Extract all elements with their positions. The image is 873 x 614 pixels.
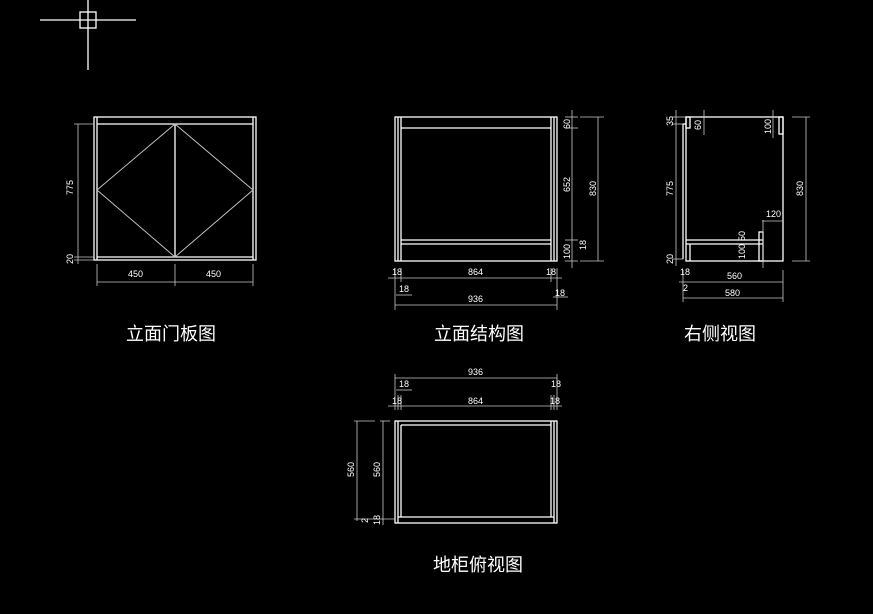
dim-18-offset-right: 18 <box>555 288 565 298</box>
view-title-front-door: 立面门板图 <box>126 324 216 345</box>
dim-936: 936 <box>468 367 483 377</box>
dim-2: 2 <box>360 518 370 523</box>
top-view <box>354 374 562 525</box>
dim-450-right: 450 <box>206 269 221 279</box>
dim-18: 18 <box>680 267 690 277</box>
dim-18-offset-left: 18 <box>399 284 409 294</box>
dim-20: 20 <box>665 254 675 264</box>
dim-864: 864 <box>468 267 483 277</box>
dim-100: 100 <box>562 244 572 259</box>
front-door-view <box>74 116 257 286</box>
dim-864: 864 <box>468 396 483 406</box>
dim-50: 50 <box>737 231 747 241</box>
dim-560: 560 <box>727 271 742 281</box>
dim-560-inner: 560 <box>372 462 382 477</box>
dim-830: 830 <box>588 181 598 196</box>
view-title-right-side: 右侧视图 <box>684 324 756 345</box>
dim-18-side-right: 18 <box>550 396 560 406</box>
dim-450-left: 450 <box>128 269 143 279</box>
dim-775: 775 <box>65 180 75 195</box>
dim-18-rail: 18 <box>578 240 588 250</box>
dim-2: 2 <box>683 283 688 293</box>
dim-18-offset-right: 18 <box>551 379 561 389</box>
dim-830: 830 <box>795 181 805 196</box>
front-structure-view <box>388 110 604 310</box>
dim-936: 936 <box>468 294 483 304</box>
dim-560-outer: 560 <box>346 462 356 477</box>
dim-652: 652 <box>562 177 572 192</box>
dim-100: 100 <box>763 119 773 134</box>
dim-18-offset-left: 18 <box>399 379 409 389</box>
dim-35: 35 <box>665 116 675 126</box>
dim-60: 60 <box>562 119 572 129</box>
dim-580: 580 <box>725 288 740 298</box>
dim-18-left: 18 <box>392 267 402 277</box>
right-side-view <box>672 110 810 302</box>
dim-18-right: 18 <box>546 267 556 277</box>
dim-18-back: 18 <box>372 515 382 525</box>
dim-18-side-left: 18 <box>392 396 402 406</box>
view-title-top-view: 地柜俯视图 <box>433 555 523 576</box>
dim-775: 775 <box>665 181 675 196</box>
dim-60: 60 <box>693 120 703 130</box>
crosshair-icon <box>40 0 136 70</box>
dim-120: 120 <box>766 209 781 219</box>
view-title-front-structure: 立面结构图 <box>434 324 524 345</box>
dim-20: 20 <box>65 254 75 264</box>
dim-100-base: 100 <box>737 244 747 259</box>
